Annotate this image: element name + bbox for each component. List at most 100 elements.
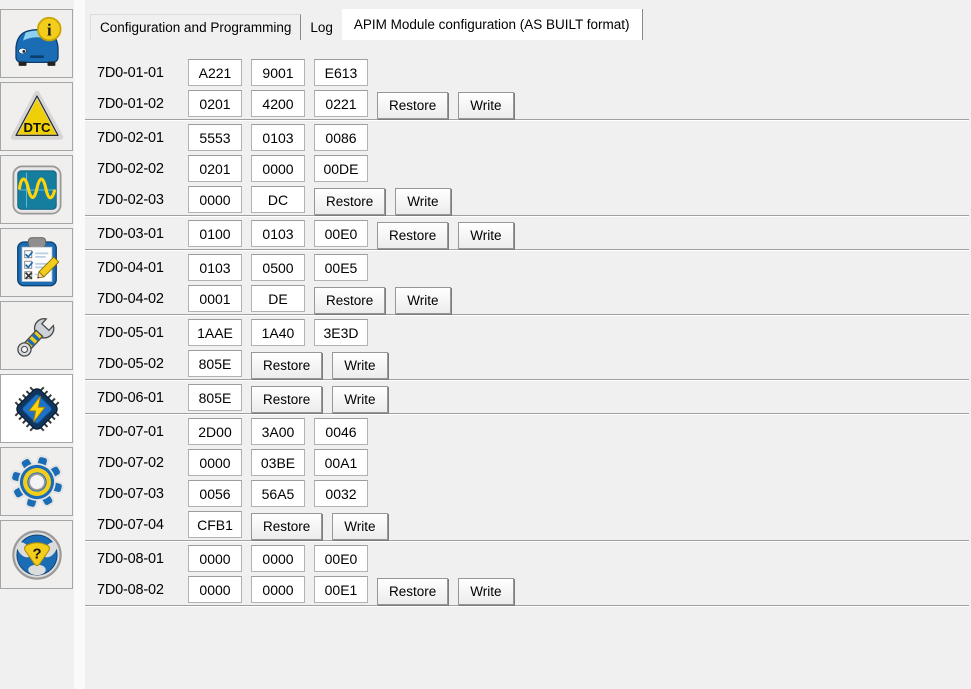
asbuilt-value-field[interactable] — [251, 124, 305, 151]
restore-button[interactable]: Restore — [251, 512, 323, 540]
asbuilt-value-field[interactable] — [188, 350, 242, 377]
tab-configuration-and-programming[interactable]: Configuration and Programming — [90, 14, 302, 40]
asbuilt-value-field[interactable] — [251, 319, 305, 346]
asbuilt-group: 7D0-02-01 7D0-02-02 7D0-02-03 Restore Write — [85, 122, 969, 216]
asbuilt-value-field[interactable] — [188, 220, 242, 247]
asbuilt-value-field[interactable] — [188, 124, 242, 151]
asbuilt-value-field[interactable] — [314, 418, 368, 445]
asbuilt-value-field[interactable] — [188, 155, 242, 182]
asbuilt-value-field[interactable] — [188, 511, 242, 538]
row-id-label: 7D0-02-03 — [97, 191, 164, 208]
asbuilt-value-field[interactable] — [314, 59, 368, 86]
sidebar-item-procedures[interactable] — [0, 228, 73, 297]
asbuilt-row: 7D0-04-02 Restore Write — [85, 283, 969, 314]
asbuilt-value-field[interactable] — [251, 220, 305, 247]
sidebar-item-oscilloscope[interactable] — [0, 155, 73, 224]
asbuilt-value-field[interactable] — [314, 254, 368, 281]
write-button[interactable]: Write — [395, 187, 451, 215]
write-button[interactable]: Write — [332, 351, 388, 379]
asbuilt-value-field[interactable] — [188, 90, 242, 117]
row-id-label: 7D0-06-01 — [97, 389, 164, 406]
row-id-label: 7D0-02-02 — [97, 160, 164, 177]
row-id-label: 7D0-01-02 — [97, 95, 164, 112]
asbuilt-value-field[interactable] — [251, 418, 305, 445]
asbuilt-value-field[interactable] — [188, 186, 242, 213]
asbuilt-group: 7D0-06-01 Restore Write — [85, 382, 969, 414]
asbuilt-value-field[interactable] — [251, 285, 305, 312]
asbuilt-value-field[interactable] — [188, 576, 242, 603]
restore-button[interactable]: Restore — [377, 221, 449, 249]
asbuilt-value-field[interactable] — [251, 576, 305, 603]
row-id-label: 7D0-04-01 — [97, 259, 164, 276]
sidebar-item-dtc[interactable]: DTC — [0, 82, 73, 151]
restore-button[interactable]: Restore — [251, 385, 323, 413]
asbuilt-value-field[interactable] — [251, 59, 305, 86]
car-info-icon: i — [9, 16, 65, 72]
asbuilt-row: 7D0-02-01 — [85, 122, 969, 153]
asbuilt-value-field[interactable] — [188, 384, 242, 411]
asbuilt-group: 7D0-07-017D0-07-027D0-07-037D0-07-04Rest… — [85, 416, 969, 541]
dtc-triangle-icon: DTC — [9, 89, 65, 145]
gear-icon — [9, 454, 65, 510]
sidebar-item-vehicle-info[interactable]: i — [0, 9, 73, 78]
tab-apim-module-configuration-as-built-forma[interactable]: APIM Module configuration (AS BUILT form… — [341, 9, 643, 40]
asbuilt-value-field[interactable] — [314, 576, 368, 603]
asbuilt-value-field[interactable] — [188, 449, 242, 476]
asbuilt-value-field[interactable] — [188, 418, 242, 445]
row-id-label: 7D0-04-02 — [97, 290, 164, 307]
asbuilt-group: 7D0-01-017D0-01-02RestoreWrite — [85, 57, 969, 120]
svg-text:i: i — [46, 20, 51, 39]
asbuilt-row: 7D0-07-02 — [85, 447, 969, 478]
asbuilt-row: 7D0-03-01 Restore Write — [85, 218, 969, 249]
svg-text:DTC: DTC — [23, 119, 50, 134]
sidebar-item-service-functions[interactable] — [0, 301, 73, 370]
asbuilt-value-field[interactable] — [251, 90, 305, 117]
asbuilt-value-field[interactable] — [251, 480, 305, 507]
asbuilt-value-field[interactable] — [314, 545, 368, 572]
sidebar-item-settings[interactable] — [0, 447, 73, 516]
asbuilt-value-field[interactable] — [314, 220, 368, 247]
restore-button[interactable]: Restore — [251, 351, 323, 379]
row-id-label: 7D0-07-02 — [97, 454, 164, 471]
asbuilt-value-field[interactable] — [188, 285, 242, 312]
asbuilt-value-field[interactable] — [188, 545, 242, 572]
asbuilt-value-field[interactable] — [251, 449, 305, 476]
row-id-label: 7D0-07-01 — [97, 423, 164, 440]
asbuilt-value-field[interactable] — [188, 319, 242, 346]
asbuilt-row: 7D0-01-02 Restore Write — [85, 88, 969, 119]
asbuilt-value-field[interactable] — [251, 186, 305, 213]
asbuilt-value-field[interactable] — [251, 254, 305, 281]
write-button[interactable]: Write — [332, 512, 388, 540]
write-button[interactable]: Write — [458, 577, 514, 605]
asbuilt-value-field[interactable] — [314, 90, 368, 117]
asbuilt-group: 7D0-05-017D0-05-02RestoreWrite — [85, 317, 969, 380]
sidebar-item-module-configuration[interactable] — [0, 374, 73, 443]
write-button[interactable]: Write — [458, 221, 514, 249]
asbuilt-value-field[interactable] — [314, 124, 368, 151]
write-button[interactable]: Write — [458, 91, 514, 119]
row-id-label: 7D0-03-01 — [97, 225, 164, 242]
checklist-icon — [9, 235, 65, 291]
asbuilt-row: 7D0-07-03 — [85, 478, 969, 509]
restore-button[interactable]: Restore — [377, 577, 449, 605]
asbuilt-value-field[interactable] — [314, 155, 368, 182]
asbuilt-table: 7D0-01-017D0-01-02RestoreWrite7D0-02-017… — [85, 57, 969, 608]
asbuilt-value-field[interactable] — [314, 319, 368, 346]
write-button[interactable]: Write — [395, 286, 451, 314]
sidebar-item-help[interactable]: ? — [0, 520, 73, 589]
asbuilt-value-field[interactable] — [314, 480, 368, 507]
asbuilt-value-field[interactable] — [251, 155, 305, 182]
asbuilt-value-field[interactable] — [188, 480, 242, 507]
svg-text:?: ? — [32, 546, 41, 562]
restore-button[interactable]: Restore — [377, 91, 449, 119]
asbuilt-value-field[interactable] — [188, 59, 242, 86]
write-button[interactable]: Write — [332, 385, 388, 413]
asbuilt-value-field[interactable] — [188, 254, 242, 281]
help-icon: ? — [9, 527, 65, 583]
tab-log[interactable]: Log — [310, 19, 333, 35]
asbuilt-value-field[interactable] — [251, 545, 305, 572]
row-id-label: 7D0-05-01 — [97, 324, 164, 341]
restore-button[interactable]: Restore — [314, 286, 386, 314]
asbuilt-value-field[interactable] — [314, 449, 368, 476]
restore-button[interactable]: Restore — [314, 187, 386, 215]
